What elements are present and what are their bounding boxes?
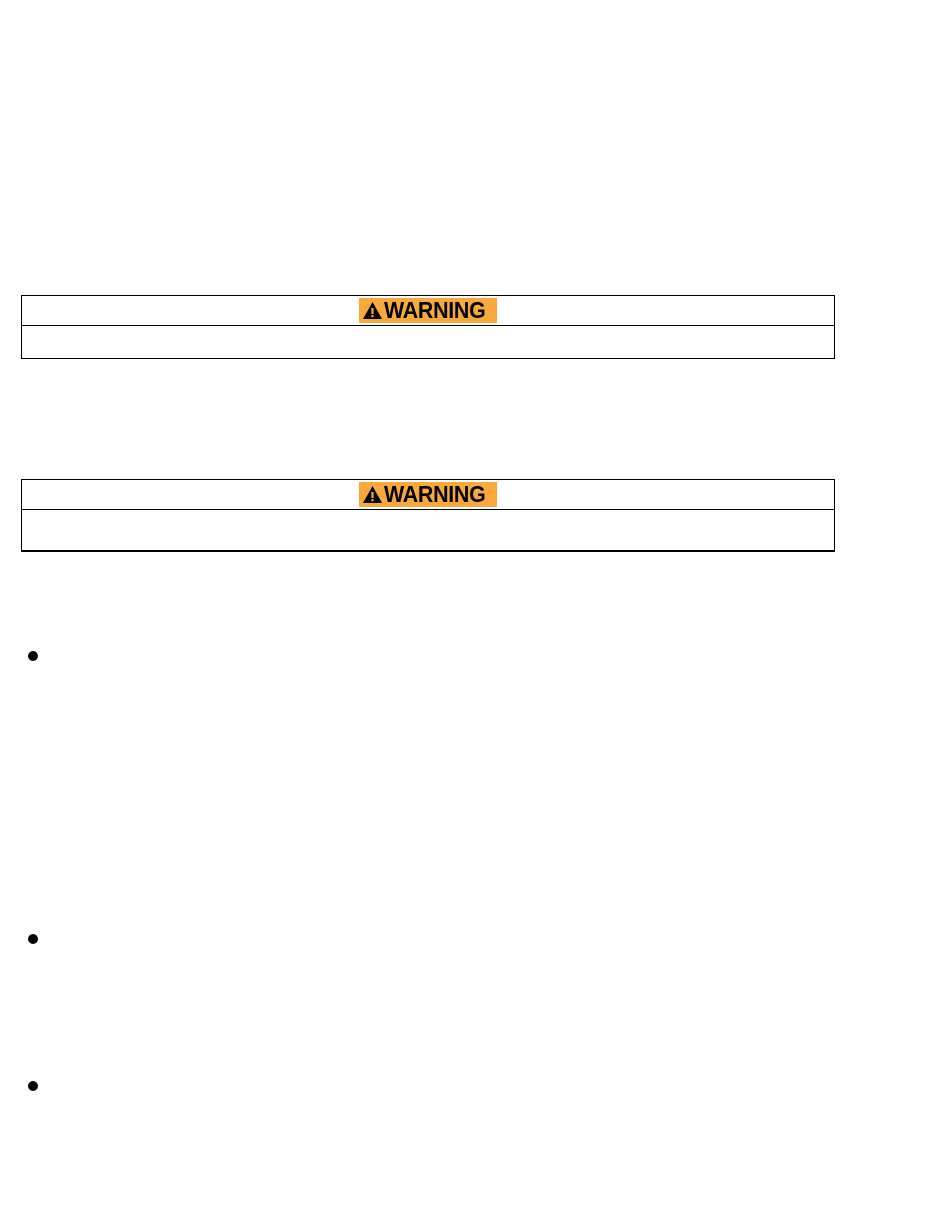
bullet-point-icon (28, 651, 38, 661)
warning-triangle-icon (362, 301, 383, 320)
bullet-point-icon (28, 934, 38, 944)
warning-notice-2-body (22, 510, 834, 550)
warning-triangle-icon (362, 485, 383, 504)
warning-badge-2-label: WARNING (383, 481, 486, 507)
warning-notice-1-header: WARNING (22, 296, 834, 326)
warning-badge-1-label: WARNING (383, 297, 486, 323)
warning-notice-box-2: WARNING (21, 479, 835, 552)
list-item (28, 931, 898, 944)
warning-badge-2: WARNING (358, 481, 498, 507)
warning-notice-box-1: WARNING (21, 295, 835, 359)
list-item (28, 1078, 898, 1091)
bullet-point-icon (28, 1081, 38, 1091)
warning-notice-2-header: WARNING (22, 480, 834, 510)
warning-notice-1-body (22, 326, 834, 358)
list-item (28, 648, 898, 661)
warning-badge-1: WARNING (358, 297, 498, 323)
